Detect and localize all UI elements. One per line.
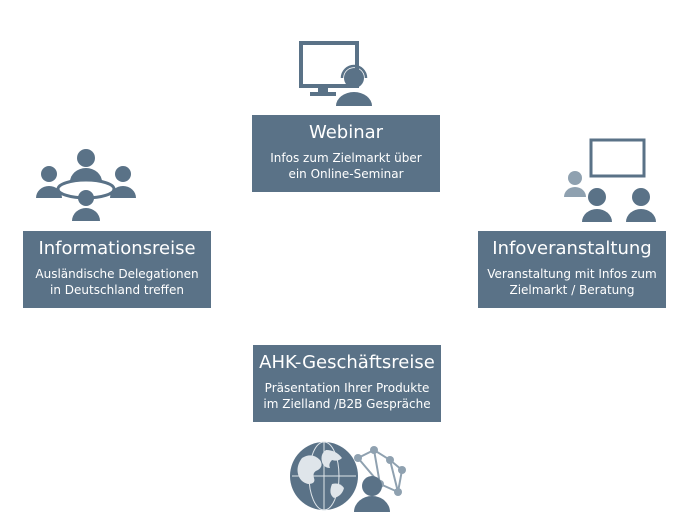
- card-geschaeftsreise: AHK-Geschäftsreise Präsentation Ihrer Pr…: [253, 345, 441, 422]
- meeting-table-icon: [32, 148, 140, 222]
- card-webinar: Webinar Infos zum Zielmarkt über ein Onl…: [252, 115, 440, 192]
- card-subtitle: Veranstaltung mit Infos zum Zielmarkt / …: [487, 267, 657, 297]
- monitor-headset-icon: [296, 40, 376, 108]
- card-subtitle: Ausländische Delegationen in Deutschland…: [35, 267, 199, 297]
- globe-network-icon: [286, 436, 416, 512]
- card-title: Informationsreise: [38, 238, 196, 259]
- presentation-audience-icon: [562, 138, 662, 224]
- card-title: AHK-Geschäftsreise: [259, 352, 435, 373]
- card-infoveranstaltung: Infoveranstaltung Veranstaltung mit Info…: [478, 231, 666, 308]
- card-title: Infoveranstaltung: [492, 238, 652, 259]
- card-subtitle: Präsentation Ihrer Produkte im Zielland …: [263, 381, 431, 411]
- card-title: Webinar: [308, 122, 384, 143]
- card-informationsreise: Informationsreise Ausländische Delegatio…: [23, 231, 211, 308]
- card-subtitle: Infos zum Zielmarkt über ein Online-Semi…: [270, 151, 422, 181]
